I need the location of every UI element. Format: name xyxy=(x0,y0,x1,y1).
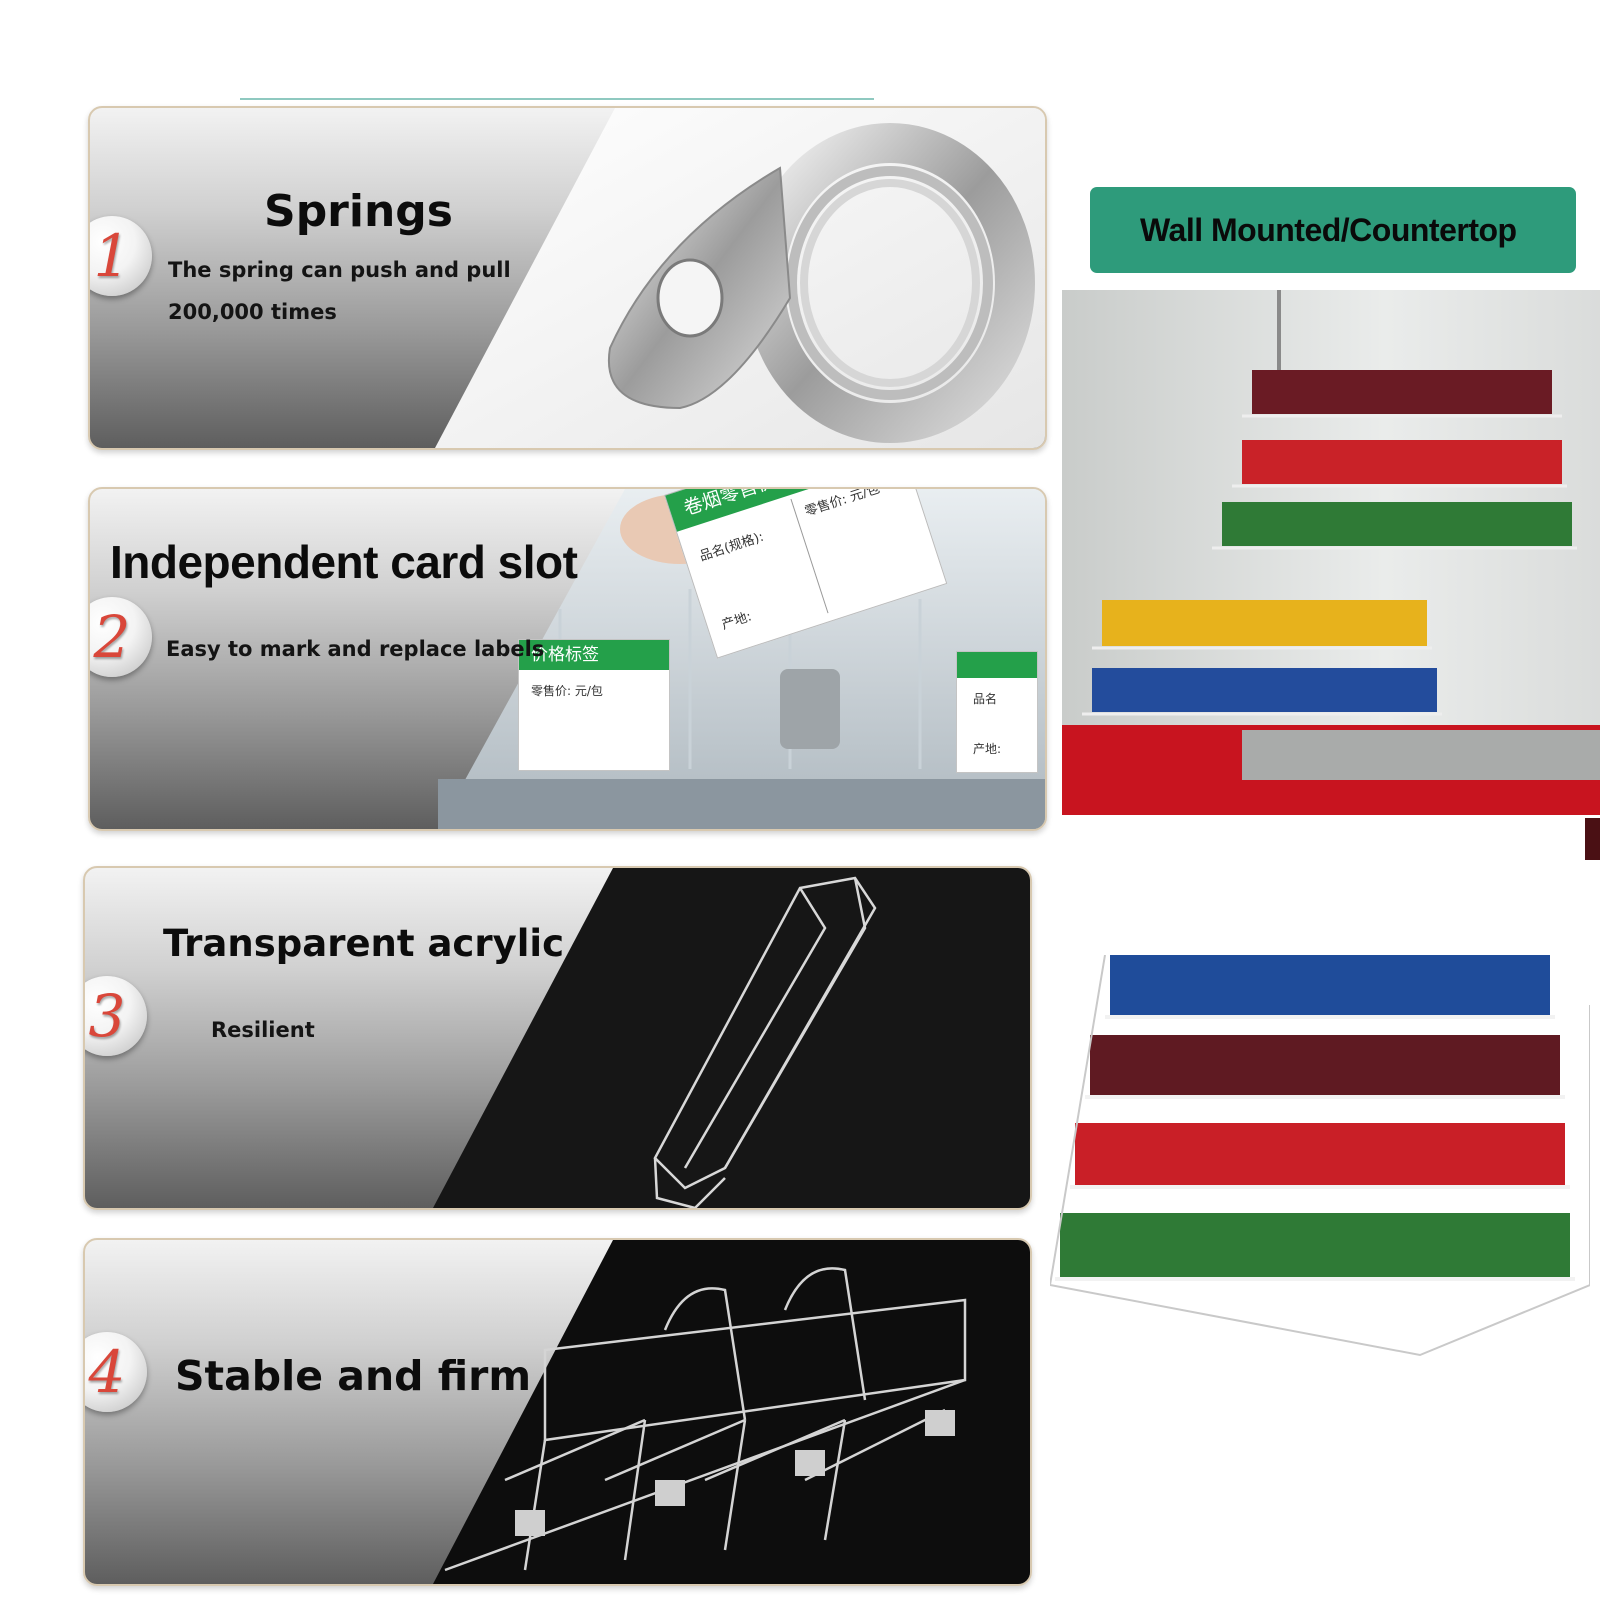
feature-title: Independent card slot xyxy=(110,536,578,588)
side-label-header: 价格标签 xyxy=(519,640,669,670)
top-divider xyxy=(240,98,874,100)
side-label-price: 零售价: 元/包 xyxy=(531,684,603,698)
feature-panel-card-slot: 卷烟零售价格标签 品名(规格): 零售价: 元/包 产地: 价格标签 零售价: … xyxy=(88,487,1047,831)
side-price-label: 价格标签 零售价: 元/包 xyxy=(518,639,670,771)
feature-desc-line-1: Easy to mark and replace labels xyxy=(166,637,545,661)
feature-panel-transparent-acrylic: 3 Transparent acrylic Resilient xyxy=(83,866,1032,1210)
mounting-type-tag: Wall Mounted/Countertop xyxy=(1090,187,1576,273)
number-badge-2: 2 xyxy=(90,597,152,677)
feature-desc-line-2: 200,000 times xyxy=(168,300,337,324)
label-card-price-field: 零售价: 元/包 xyxy=(803,487,882,520)
number-badge-1: 1 xyxy=(90,216,152,296)
number-badge-3: 3 xyxy=(85,976,147,1056)
spring-coil-image xyxy=(90,108,1045,448)
countertop-rack-photo xyxy=(1050,955,1590,1375)
acrylic-tray-image xyxy=(85,1240,1030,1584)
feature-title: Transparent acrylic xyxy=(163,922,565,965)
number-badge-4: 4 xyxy=(85,1332,147,1412)
wall-mounted-rack-photo xyxy=(1062,290,1600,815)
feature-title: Stable and firm xyxy=(175,1352,532,1400)
label-card-origin-field: 产地: xyxy=(719,609,754,634)
right-label-origin: 产地: xyxy=(973,742,1002,756)
right-label-name: 品名 xyxy=(973,692,998,706)
feature-desc-line-1: The spring can push and pull xyxy=(168,258,511,282)
right-price-label: 品名 产地: xyxy=(956,651,1038,773)
feature-panel-stable-firm: 4 Stable and firm xyxy=(83,1238,1032,1586)
feature-title: Springs xyxy=(264,186,453,237)
feature-panel-springs: 1 Springs The spring can push and pull 2… xyxy=(88,106,1047,450)
photo-edge-strip xyxy=(1585,818,1600,860)
acrylic-pusher-image xyxy=(85,868,1030,1208)
feature-desc-line-1: Resilient xyxy=(211,1018,315,1042)
label-card-name-field: 品名(规格): xyxy=(697,529,766,565)
